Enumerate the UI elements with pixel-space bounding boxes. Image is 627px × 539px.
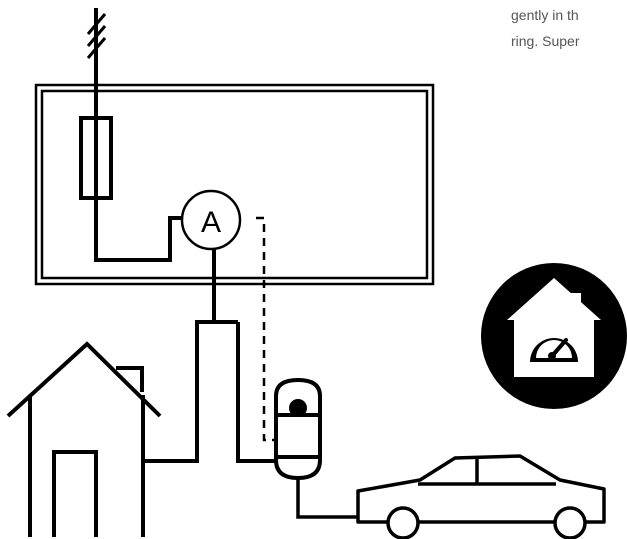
ev-charger-icon: [274, 377, 322, 481]
house-icon: [6, 341, 162, 537]
ammeter-icon: A: [180, 189, 242, 251]
smart-home-gauge-icon: [481, 263, 627, 409]
text-line-1: gently in th: [511, 7, 579, 23]
distribution-board: [34, 83, 435, 286]
charging-cable: [296, 478, 362, 519]
supply-line: [86, 8, 107, 118]
signal-line: [256, 216, 275, 442]
cropped-text-snippet: gently in th ring. Super: [511, 2, 579, 54]
fuse-icon: [79, 116, 113, 200]
wire-meter-to-loads: [143, 249, 275, 463]
text-line-2: ring. Super: [511, 33, 580, 49]
wire-fuse-to-meter: [94, 198, 184, 262]
meter-label: A: [201, 206, 221, 239]
car-icon: [356, 454, 606, 539]
